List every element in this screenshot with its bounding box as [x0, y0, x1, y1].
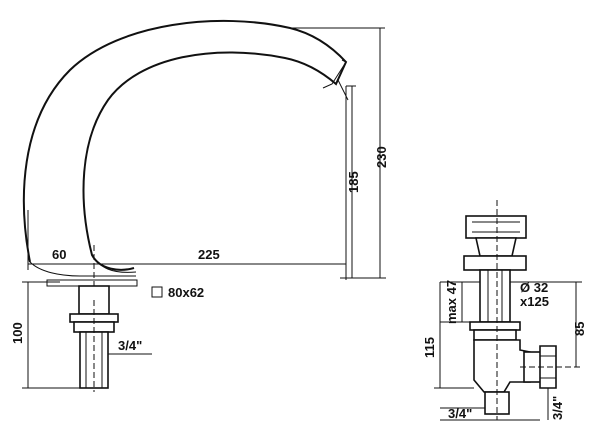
spout-drawing [22, 19, 349, 392]
dim-60-label: 60 [52, 247, 66, 262]
deck-plate [46, 279, 138, 287]
spout-base-edge [29, 261, 136, 277]
spout-tip [322, 59, 347, 89]
thread-side-label: 3/4" [550, 396, 565, 420]
dim-115-label: 115 [422, 337, 437, 358]
spout-outer-curve [22, 19, 348, 271]
thread-bottom-label: 3/4" [448, 406, 472, 421]
dim-85-label: 85 [572, 322, 587, 336]
valve-flange [463, 255, 527, 271]
dim-100-label: 100 [10, 322, 25, 344]
valve-nut-upper [469, 321, 521, 331]
valve-nut-lower [473, 329, 517, 341]
pipe-spec-diameter: Ø 32 [520, 280, 548, 295]
thread-label: 3/4" [118, 338, 142, 353]
dim-max-label: max 47 [444, 280, 459, 324]
valve-drawing [463, 200, 580, 420]
spout-dimensions: 60 225 185 230 100 3/4" 80x62 [10, 27, 389, 389]
base-size-square-icon [151, 286, 163, 298]
base-size-label: 80x62 [168, 285, 204, 300]
valve-handle-top [465, 215, 527, 239]
valve-body [473, 339, 531, 393]
valve-handle-neck [475, 237, 517, 257]
valve-dimensions: max 47 115 Ø 32 x125 85 3/4" 3/4" [422, 280, 587, 421]
dim-185-label: 185 [346, 171, 361, 193]
dim-230-label: 230 [374, 146, 389, 168]
dim-225-label: 225 [198, 247, 220, 262]
pipe-spec-length: x125 [520, 294, 549, 309]
valve-stem [479, 269, 511, 323]
